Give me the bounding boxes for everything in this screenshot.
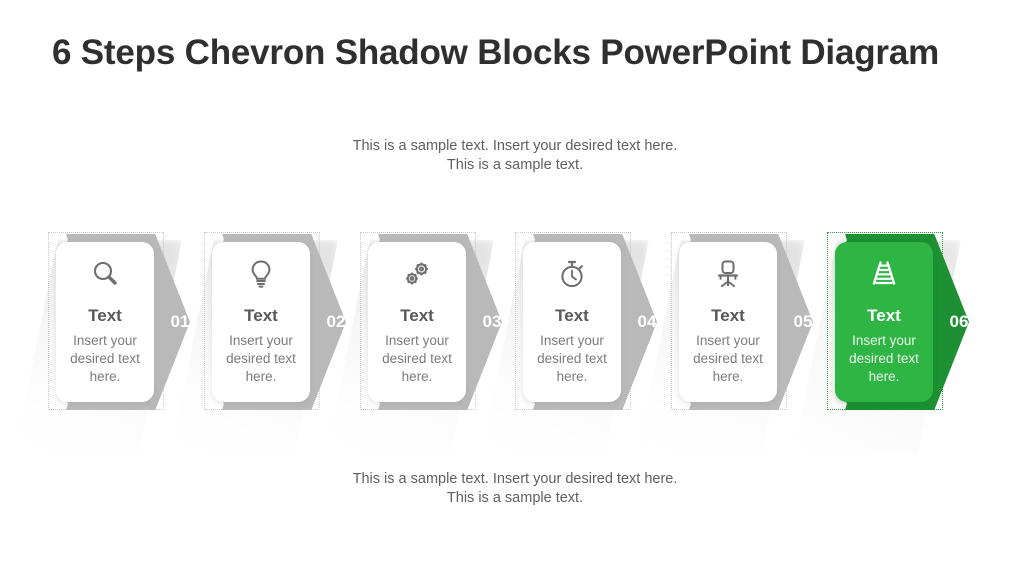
- step-number: 05: [793, 312, 813, 331]
- office-chair-icon: [679, 259, 777, 289]
- step-heading: Text: [88, 306, 122, 325]
- step-body-text: Insert your desired text here.: [693, 333, 763, 384]
- page-title: 6 Steps Chevron Shadow Blocks PowerPoint…: [52, 33, 940, 72]
- step-heading: Text: [867, 306, 901, 325]
- step-heading: Text: [400, 306, 434, 325]
- step-body-text: Insert your desired text here.: [537, 333, 607, 384]
- step-heading: Text: [711, 306, 745, 325]
- step-number: 01: [170, 312, 190, 331]
- railroad-track-icon: [835, 259, 933, 287]
- step-body-text: Insert your desired text here.: [70, 333, 140, 384]
- step-body-text: Insert your desired text here.: [382, 333, 452, 384]
- step-number: 06: [949, 312, 969, 331]
- stopwatch-icon: [523, 259, 621, 289]
- caption-bottom: This is a sample text. Insert your desir…: [352, 471, 678, 506]
- step-number: 03: [482, 312, 502, 331]
- step-number: 04: [637, 312, 657, 331]
- caption-top: This is a sample text. Insert your desir…: [352, 138, 678, 173]
- gears-icon: [368, 259, 466, 289]
- step-heading: Text: [555, 306, 589, 325]
- step-number: 02: [326, 312, 346, 331]
- magnifier-icon: [56, 259, 154, 289]
- step-body-text: Insert your desired text here.: [226, 333, 296, 384]
- lightbulb-icon: [212, 259, 310, 289]
- step-body-text: Insert your desired text here.: [849, 333, 919, 384]
- step-heading: Text: [244, 306, 278, 325]
